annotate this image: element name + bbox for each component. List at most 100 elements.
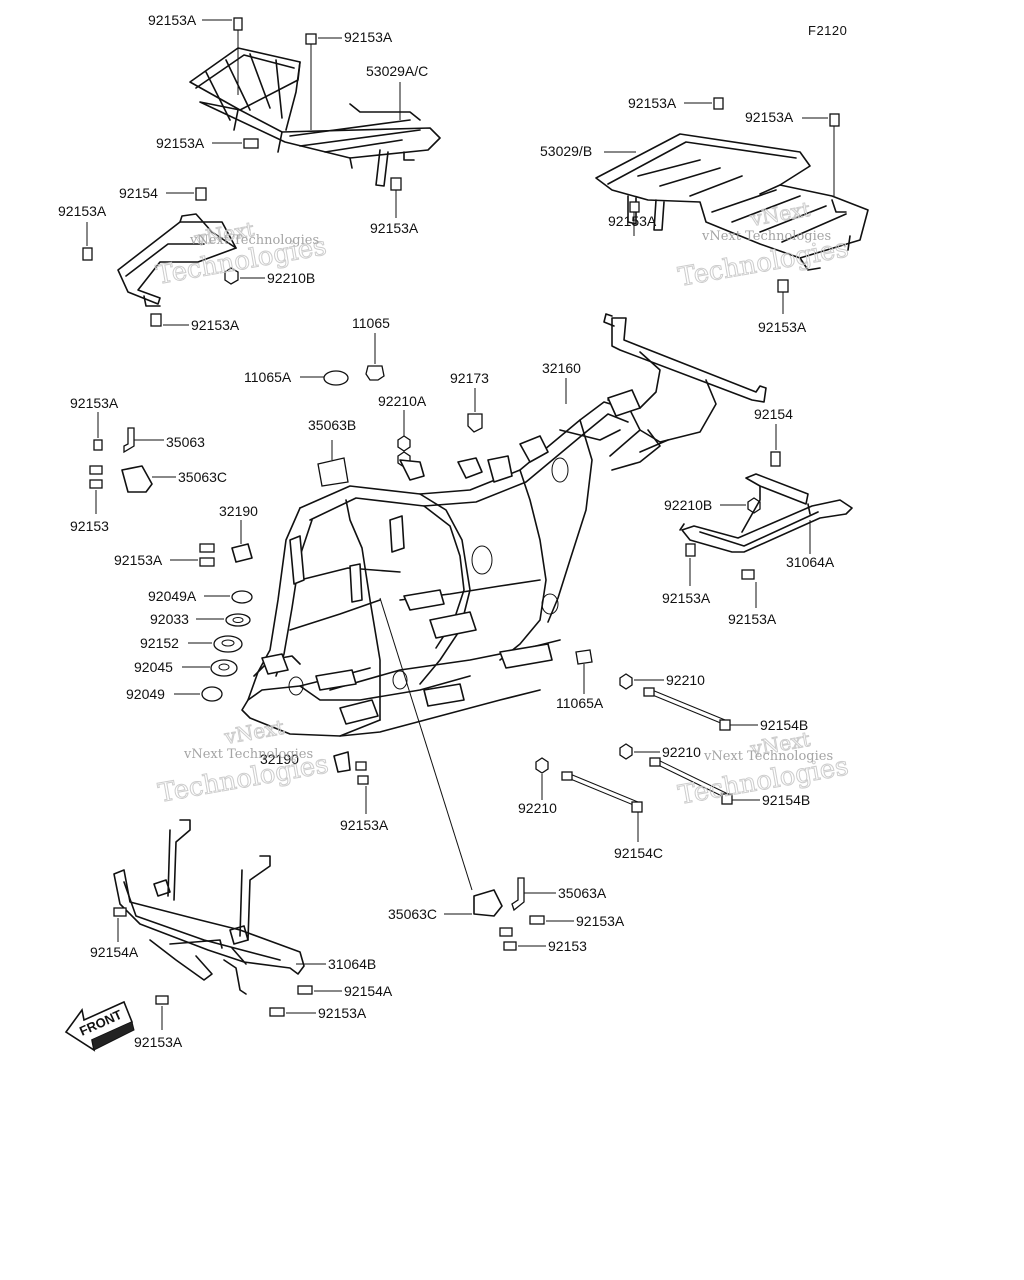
- svg-text:vNext: vNext: [222, 715, 286, 749]
- part-label: 92154C: [614, 845, 663, 861]
- part-label: 92153A: [628, 95, 677, 111]
- part-label: 35063B: [308, 417, 356, 433]
- part-label: 92153A: [70, 395, 119, 411]
- part-label: 35063A: [558, 885, 607, 901]
- rear-carrier-rack[interactable]: [189, 47, 441, 187]
- part-label: 92033: [150, 611, 189, 627]
- part-label: 35063C: [388, 906, 437, 922]
- part-label: 92153: [548, 938, 587, 954]
- front-carrier-rack[interactable]: [595, 133, 869, 271]
- part-label: 92210B: [664, 497, 712, 513]
- part-label: 31064A: [786, 554, 835, 570]
- bracket-35063: [123, 427, 164, 454]
- part-label: 32190: [260, 751, 299, 767]
- part-label: 92153: [70, 518, 109, 534]
- part-label: 92049A: [148, 588, 197, 604]
- bracket-35063c: [121, 465, 176, 493]
- part-label: 92152: [140, 635, 179, 651]
- bolt-92154b-1: [643, 687, 758, 731]
- front-guard-bolts: [113, 907, 342, 1030]
- part-label: 92153A: [191, 317, 240, 333]
- nut-92210b-right: [720, 497, 761, 514]
- bracket-35063c-lower: [444, 889, 503, 917]
- clip-92173: [467, 388, 483, 433]
- figure-reference: F2120: [808, 23, 847, 38]
- washer-92033: [196, 613, 251, 627]
- bolts-92153: [89, 465, 103, 514]
- part-label: 92153A: [114, 552, 163, 568]
- bolt-92153a-bracket: [93, 412, 103, 451]
- engine-mount-32190: [231, 520, 253, 563]
- part-label: 92153A: [344, 29, 393, 45]
- nut-92210-2: [619, 743, 660, 760]
- mount-bolts: [170, 543, 215, 567]
- part-label: 32190: [219, 503, 258, 519]
- part-label: 32160: [542, 360, 581, 376]
- part-label: 92210A: [378, 393, 427, 409]
- part-label: 92154B: [762, 792, 810, 808]
- part-label: 11065: [352, 315, 390, 331]
- part-label: 11065A: [556, 695, 604, 711]
- front-guard-31064b[interactable]: [113, 819, 305, 995]
- rear-rack-hardware: [233, 17, 402, 218]
- rear-guard-bolts: [685, 543, 757, 608]
- part-label: 53029/B: [540, 143, 592, 159]
- part-label: 92210: [666, 672, 705, 688]
- bolt-92154c: [561, 771, 643, 842]
- svg-text:vNext: vNext: [748, 197, 812, 231]
- bushing-92045: [182, 659, 238, 677]
- part-label: 31064B: [328, 956, 376, 972]
- collar-92049a: [204, 590, 253, 604]
- cap-11065a-right: [575, 649, 593, 694]
- nut-92210-1: [619, 673, 664, 690]
- front-rack-hardware: [629, 97, 840, 314]
- part-label: 92154B: [760, 717, 808, 733]
- nut-92210-3: [535, 757, 549, 800]
- watermark: vNext Technologies vNext Technologies vN…: [154, 196, 852, 811]
- part-label: 92153A: [576, 913, 625, 929]
- front-arrow-icon: FRONT: [64, 1000, 135, 1052]
- cap-11065a: [300, 370, 349, 386]
- bracket-35063b: [317, 440, 349, 487]
- part-label: 92153A: [156, 135, 205, 151]
- bracket-35063a: [511, 877, 556, 912]
- part-label: 92173: [450, 370, 489, 386]
- part-label: 35063: [166, 434, 205, 450]
- rear-stay-hardware: [82, 187, 239, 327]
- rear-guard-31064a[interactable]: [679, 473, 853, 553]
- lower-bolts: [499, 915, 574, 951]
- part-label: 92153A: [58, 203, 107, 219]
- part-label: 92153A: [318, 1005, 367, 1021]
- part-label: 92153A: [370, 220, 419, 236]
- part-label: 92154A: [90, 944, 139, 960]
- part-label: 92154: [754, 406, 793, 422]
- cap-11065: [365, 333, 385, 381]
- nut-92210a: [397, 410, 411, 468]
- part-label: 92210B: [267, 270, 315, 286]
- part-label: 92049: [126, 686, 165, 702]
- part-label: 92153A: [745, 109, 794, 125]
- part-label: 92153A: [662, 590, 711, 606]
- bolt-92154b-2: [649, 757, 760, 805]
- main-frame-32160[interactable]: [241, 313, 767, 737]
- part-label: 92210: [518, 800, 557, 816]
- svg-text:vNext Technologies: vNext Technologies: [183, 747, 313, 762]
- part-label: 35063C: [178, 469, 227, 485]
- part-label: 53029A/C: [366, 63, 428, 79]
- svg-text:vNext Technologies: vNext Technologies: [703, 749, 833, 764]
- bolt-92154-right: [770, 424, 781, 467]
- svg-text:vNext Technologies: vNext Technologies: [701, 229, 831, 244]
- part-label: 92153A: [134, 1034, 183, 1050]
- part-label: 92210: [662, 744, 701, 760]
- part-label: 92045: [134, 659, 173, 675]
- part-label: 11065A: [244, 369, 292, 385]
- svg-text:vNext Technologies: vNext Technologies: [189, 233, 319, 248]
- part-label: 92153A: [340, 817, 389, 833]
- part-label: 92154A: [344, 983, 393, 999]
- collar-92049: [174, 686, 223, 702]
- part-label: 92153A: [148, 12, 197, 28]
- rear-rack-stay[interactable]: [117, 213, 237, 307]
- bushing-92152: [188, 635, 243, 653]
- part-label: 92153A: [608, 213, 657, 229]
